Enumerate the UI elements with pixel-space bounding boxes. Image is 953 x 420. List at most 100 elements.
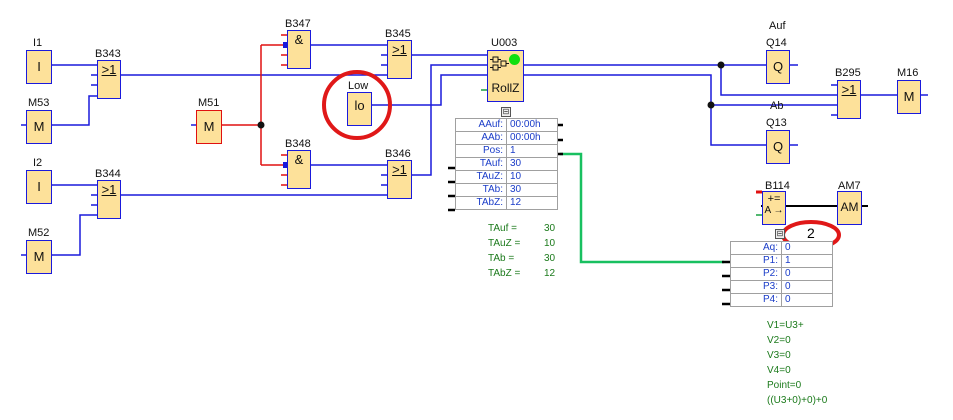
roll-param-row[interactable]: TAuf:30 bbox=[455, 157, 558, 171]
annotation-line: V1=U3+ bbox=[767, 320, 804, 331]
collapse-toggle-u003[interactable]: ⊟ bbox=[501, 107, 511, 117]
junction-dot bbox=[707, 101, 715, 109]
blue-wires bbox=[21, 44, 928, 256]
block-label-m52: M52 bbox=[28, 227, 50, 239]
block-label-i2: I2 bbox=[33, 157, 43, 169]
param-value[interactable]: 30 bbox=[506, 157, 558, 171]
param-value[interactable]: 0 bbox=[781, 267, 833, 281]
roll-param-row[interactable]: TAbZ:12 bbox=[455, 196, 558, 210]
or-gate-b343[interactable]: >1 bbox=[97, 60, 121, 99]
red-wires bbox=[222, 34, 287, 186]
input-marker bbox=[283, 42, 288, 48]
roll-param-row[interactable]: Pos:1 bbox=[455, 144, 558, 158]
output-block-q13[interactable]: Q bbox=[766, 130, 790, 164]
annotation-line: ((U3+0)+0)+0 bbox=[767, 395, 828, 406]
block-symbol: >1 bbox=[101, 182, 117, 197]
math-param-row[interactable]: P4:0 bbox=[730, 293, 833, 307]
param-value[interactable]: 00:00h bbox=[506, 131, 558, 145]
block-label-b295: B295 bbox=[835, 67, 861, 79]
roll-logic-icon bbox=[490, 56, 509, 71]
block-label-b348: B348 bbox=[285, 138, 311, 150]
param-key: TAuZ: bbox=[455, 170, 507, 184]
block-symbol-line1: += bbox=[767, 193, 781, 205]
input-block-i1[interactable]: I bbox=[26, 50, 52, 84]
collapse-toggle-b114[interactable]: ⊟ bbox=[775, 229, 785, 239]
param-value[interactable]: 0 bbox=[781, 241, 833, 255]
analog-marker-am7[interactable]: AM bbox=[837, 191, 862, 225]
block-symbol: AM bbox=[840, 200, 859, 214]
roll-param-row[interactable]: AAb:00:00h bbox=[455, 131, 558, 145]
annotation-line: TAb =30 bbox=[488, 253, 556, 264]
output-caption-ab: Ab bbox=[770, 100, 784, 112]
block-label-am7: AM7 bbox=[838, 180, 861, 192]
math-param-row[interactable]: Aq:0 bbox=[730, 241, 833, 255]
highlight-circle-low bbox=[322, 70, 392, 140]
constant-block-low[interactable]: lo bbox=[347, 92, 372, 126]
or-gate-b295[interactable]: >1 bbox=[837, 80, 861, 119]
annotation-line: V2=0 bbox=[767, 335, 791, 346]
block-label-b344: B344 bbox=[95, 168, 121, 180]
marker-block-m53[interactable]: M bbox=[26, 110, 52, 144]
param-key: P4: bbox=[730, 293, 782, 307]
wire-m53-b343 bbox=[52, 95, 97, 126]
block-symbol: M bbox=[33, 249, 45, 264]
block-symbol: >1 bbox=[101, 62, 117, 77]
rollz-block-u003[interactable]: RollZ bbox=[487, 50, 524, 102]
block-label-m53: M53 bbox=[28, 97, 50, 109]
block-symbol: M bbox=[203, 119, 215, 134]
block-symbol: >1 bbox=[841, 82, 857, 97]
or-gate-b345[interactable]: >1 bbox=[387, 40, 412, 79]
param-value[interactable]: 10 bbox=[506, 170, 558, 184]
param-key: P1: bbox=[730, 254, 782, 268]
param-value[interactable]: 30 bbox=[506, 183, 558, 197]
param-value[interactable]: 0 bbox=[781, 293, 833, 307]
roll-param-row[interactable]: AAuf:00:00h bbox=[455, 118, 558, 132]
block-symbol: >1 bbox=[392, 42, 407, 57]
annotation-line: V3=0 bbox=[767, 350, 791, 361]
block-label-b346: B346 bbox=[385, 148, 411, 160]
and-gate-b347[interactable]: & bbox=[287, 30, 311, 69]
param-key: TAb: bbox=[455, 183, 507, 197]
marker-block-m51[interactable]: M bbox=[196, 110, 222, 144]
param-key: AAuf: bbox=[455, 118, 507, 132]
status-led-icon bbox=[509, 54, 520, 65]
annotation-line: TAuf =30 bbox=[488, 223, 556, 234]
junction-dots bbox=[257, 61, 725, 129]
or-gate-b346[interactable]: >1 bbox=[387, 160, 412, 199]
block-label-q14: Q14 bbox=[766, 37, 787, 49]
block-label-b114: B114 bbox=[765, 180, 790, 192]
roll-param-row[interactable]: TAuZ:10 bbox=[455, 170, 558, 184]
annotation-line: TAuZ =10 bbox=[488, 238, 556, 249]
block-label-q13: Q13 bbox=[766, 117, 787, 129]
block-label-i1: I1 bbox=[33, 37, 43, 49]
marker-block-m16[interactable]: M bbox=[897, 80, 921, 114]
param-value[interactable]: 1 bbox=[781, 254, 833, 268]
block-label-m16: M16 bbox=[897, 67, 919, 79]
param-value[interactable]: 1 bbox=[506, 144, 558, 158]
circled-value: 2 bbox=[807, 225, 815, 241]
block-symbol: >1 bbox=[392, 162, 407, 177]
and-gate-b348[interactable]: & bbox=[287, 150, 311, 189]
output-block-q14[interactable]: Q bbox=[766, 50, 790, 84]
math-block-b114[interactable]: += A → bbox=[762, 191, 786, 225]
roll-param-row[interactable]: TAb:30 bbox=[455, 183, 558, 197]
param-value[interactable]: 12 bbox=[506, 196, 558, 210]
math-param-row[interactable]: P1:1 bbox=[730, 254, 833, 268]
or-gate-b344[interactable]: >1 bbox=[97, 180, 121, 219]
marker-block-m52[interactable]: M bbox=[26, 240, 52, 274]
block-symbol: Q bbox=[772, 139, 784, 154]
math-param-row[interactable]: P3:0 bbox=[730, 280, 833, 294]
param-value[interactable]: 00:00h bbox=[506, 118, 558, 132]
block-label-b345: B345 bbox=[385, 28, 411, 40]
param-key: P2: bbox=[730, 267, 782, 281]
param-key: TAuf: bbox=[455, 157, 507, 171]
block-symbol: M bbox=[33, 119, 45, 134]
input-block-i2[interactable]: I bbox=[26, 170, 52, 204]
math-param-row[interactable]: P2:0 bbox=[730, 267, 833, 281]
param-value[interactable]: 0 bbox=[781, 280, 833, 294]
